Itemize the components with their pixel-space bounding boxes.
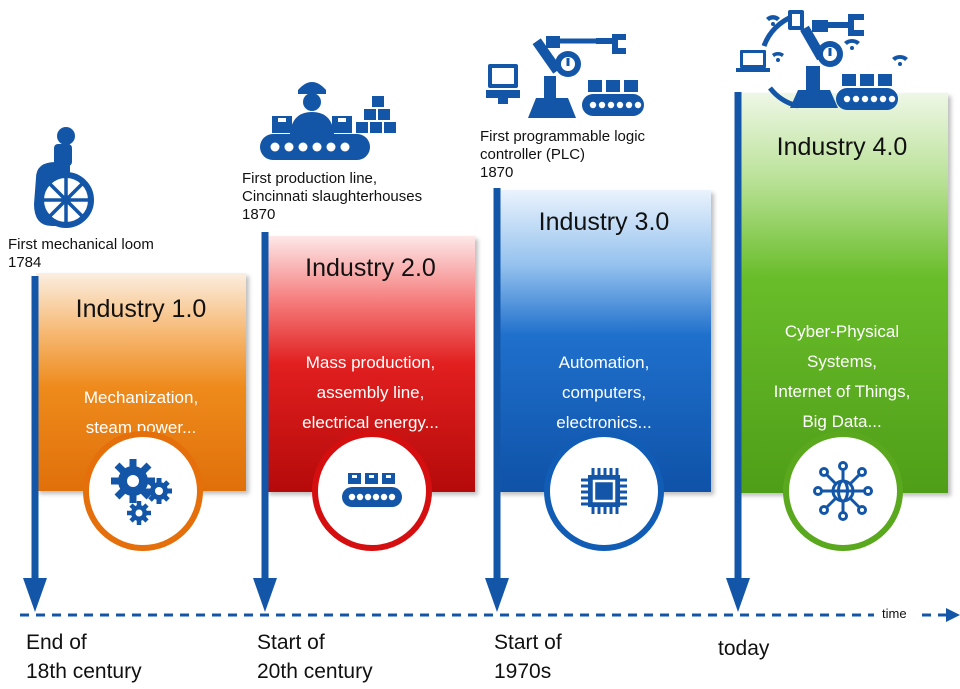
- desc-line: computers,: [561, 383, 647, 402]
- industry-4-era: today: [718, 634, 769, 663]
- industry-3-description: Automation, computers, electronics...: [497, 348, 711, 438]
- industry-2-note: First production line, Cincinnati slaugh…: [242, 170, 422, 224]
- industry-1-note: First mechanical loom 1784: [8, 236, 154, 272]
- note-line: 1870: [242, 206, 276, 223]
- era-line: today: [718, 637, 770, 660]
- industry-2-era: Start of 20th century: [257, 628, 373, 686]
- connected-robot-icon: [736, 10, 908, 110]
- industry-4-title: Industry 4.0: [776, 133, 908, 161]
- industry-4-description: Cyber-Physical Systems, Internet of Thin…: [736, 317, 948, 437]
- note-line: 1784: [8, 254, 42, 271]
- chip-icon: [581, 468, 627, 514]
- era-line: Start of: [257, 631, 325, 654]
- industry-1-arrow-head: [23, 578, 47, 612]
- industry-3-arrow-head: [485, 578, 509, 612]
- industry-1-era: End of 18th century: [26, 628, 142, 686]
- industry-1-badge: [83, 431, 203, 551]
- time-label: time: [882, 606, 907, 621]
- note-line: controller (PLC): [480, 146, 586, 163]
- industry-3-note: First programmable logic controller (PLC…: [480, 128, 645, 182]
- desc-line: Mass production,: [305, 353, 436, 372]
- conveyor-icon: [342, 473, 402, 507]
- desc-line: Internet of Things,: [773, 382, 911, 401]
- era-line: End of: [26, 631, 87, 654]
- desc-line: Mechanization,: [83, 388, 199, 407]
- industry-1-description: Mechanization, steam power...: [36, 383, 246, 443]
- note-line: First mechanical loom: [8, 236, 154, 253]
- desc-line: Cyber-Physical: [784, 322, 900, 341]
- network-globe-icon: [813, 461, 873, 521]
- desc-line: Big Data...: [802, 412, 882, 431]
- timeline-arrow-head: [946, 608, 960, 622]
- desc-line: electrical energy...: [302, 413, 439, 432]
- industry-2-description: Mass production, assembly line, electric…: [266, 348, 475, 438]
- desc-line: Systems,: [807, 352, 877, 371]
- era-line: 1970s: [494, 660, 552, 683]
- desc-line: electronics...: [556, 413, 652, 432]
- industry-2-arrow-head: [253, 578, 277, 612]
- industry-2-badge: [312, 431, 432, 551]
- industry-4-badge: [783, 431, 903, 551]
- era-line: 18th century: [26, 660, 142, 683]
- note-line: First programmable logic: [480, 128, 646, 145]
- note-line: Cincinnati slaughterhouses: [242, 188, 423, 205]
- industry-2-title: Industry 2.0: [305, 254, 436, 282]
- note-line: First production line,: [242, 170, 378, 187]
- desc-line: steam power...: [85, 418, 197, 437]
- era-line: 20th century: [257, 660, 373, 683]
- industry-3-era: Start of 1970s: [494, 628, 562, 686]
- era-line: Start of: [494, 631, 562, 654]
- industry-3-badge: [544, 431, 664, 551]
- loom-icon: [34, 127, 94, 228]
- worker-conveyor-icon: [260, 82, 396, 160]
- desc-line: Automation,: [558, 353, 650, 372]
- industry-3-title: Industry 3.0: [538, 208, 670, 236]
- industry-3-card: Industry 3.0 Automation, computers, elec…: [497, 190, 711, 492]
- industry-1-title: Industry 1.0: [75, 295, 207, 323]
- industry-4-card: Industry 4.0 Cyber-Physical Systems, Int…: [736, 93, 948, 493]
- desc-line: assembly line,: [316, 383, 425, 402]
- gears-icon: [111, 459, 172, 525]
- note-line: 1870: [480, 164, 514, 181]
- industry-4-arrow-head: [726, 578, 750, 612]
- computer-robot-arm-icon: [486, 34, 644, 118]
